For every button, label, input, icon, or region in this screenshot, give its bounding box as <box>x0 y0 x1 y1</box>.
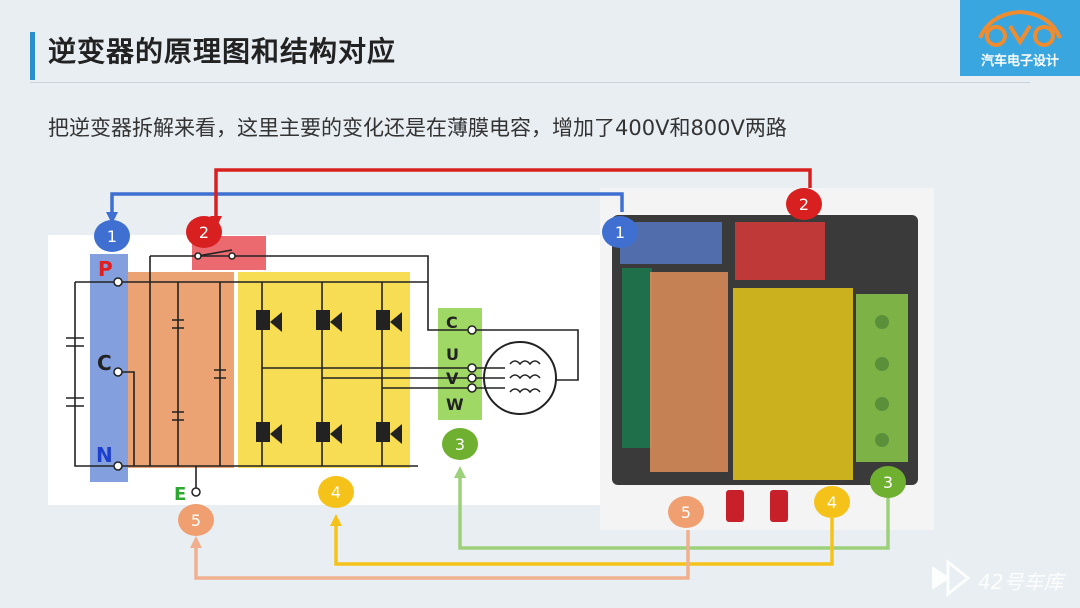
marker-1-right: 1 <box>602 216 638 248</box>
svg-text:2: 2 <box>199 223 209 242</box>
terminal-bolt <box>875 315 889 329</box>
arrow-icon <box>454 466 466 478</box>
terminal-bolt <box>875 433 889 447</box>
dc-bus-block <box>90 254 128 482</box>
slide-title: 逆变器的原理图和结构对应 <box>48 35 397 68</box>
phase-w-label: W <box>446 395 464 414</box>
svg-text:4: 4 <box>827 493 837 512</box>
marker-5-right: 5 <box>668 496 704 528</box>
svg-text:5: 5 <box>191 511 201 530</box>
terminal-p-label: P <box>98 257 113 281</box>
phase-v-label: V <box>446 369 459 388</box>
car-logo-icon <box>978 9 1062 47</box>
ground-label: E <box>174 484 186 505</box>
title-divider <box>30 82 1030 83</box>
svg-text:1: 1 <box>107 227 117 246</box>
marker-1-left: 1 <box>94 220 130 252</box>
svg-text:2: 2 <box>799 195 809 214</box>
link-line-4 <box>334 518 834 566</box>
photo-region-2 <box>735 222 825 280</box>
title-accent-bar <box>30 32 35 80</box>
connector-800v <box>770 490 788 522</box>
control-board <box>622 268 652 448</box>
terminal-n-label: N <box>96 443 113 467</box>
slide-subtitle: 把逆变器拆解来看，这里主要的变化还是在薄膜电容，增加了400V和800V两路 <box>48 116 787 140</box>
marker-3-right: 3 <box>870 466 906 498</box>
terminal-c-label: C <box>97 351 112 375</box>
igbt-symbols <box>256 310 402 444</box>
terminal-bolt <box>875 397 889 411</box>
link-line-1 <box>110 192 624 220</box>
svg-text:1: 1 <box>615 223 625 242</box>
marker-2-left: 2 <box>186 216 222 248</box>
phase-u-label: U <box>446 345 459 364</box>
terminal-nodes <box>113 252 477 497</box>
svg-text:3: 3 <box>883 473 893 492</box>
photo-region-4 <box>733 288 853 480</box>
svg-text:5: 5 <box>681 503 691 522</box>
photo-region-5 <box>650 272 728 472</box>
marker-4-left: 4 <box>318 476 354 508</box>
watermark-logo-icon <box>932 558 971 598</box>
watermark-text: 42号车库 <box>978 570 1064 594</box>
logo: 汽车电子设计 <box>960 0 1080 76</box>
connector-400v <box>726 490 744 522</box>
marker-2-right: 2 <box>786 188 822 220</box>
link-line-5 <box>194 530 690 580</box>
marker-4-right: 4 <box>814 486 850 518</box>
arrow-icon <box>330 514 342 526</box>
link-line-3 <box>458 474 890 550</box>
logo-text: 汽车电子设计 <box>980 54 1059 69</box>
link-line-2 <box>214 168 812 222</box>
terminal-bolt <box>875 357 889 371</box>
svg-text:3: 3 <box>455 435 465 454</box>
phase-c-label: C <box>446 313 458 332</box>
marker-5-left: 5 <box>178 504 214 536</box>
svg-text:4: 4 <box>331 483 341 502</box>
arrow-icon <box>106 212 118 224</box>
marker-3-left: 3 <box>442 428 478 460</box>
arrow-icon <box>190 536 202 548</box>
